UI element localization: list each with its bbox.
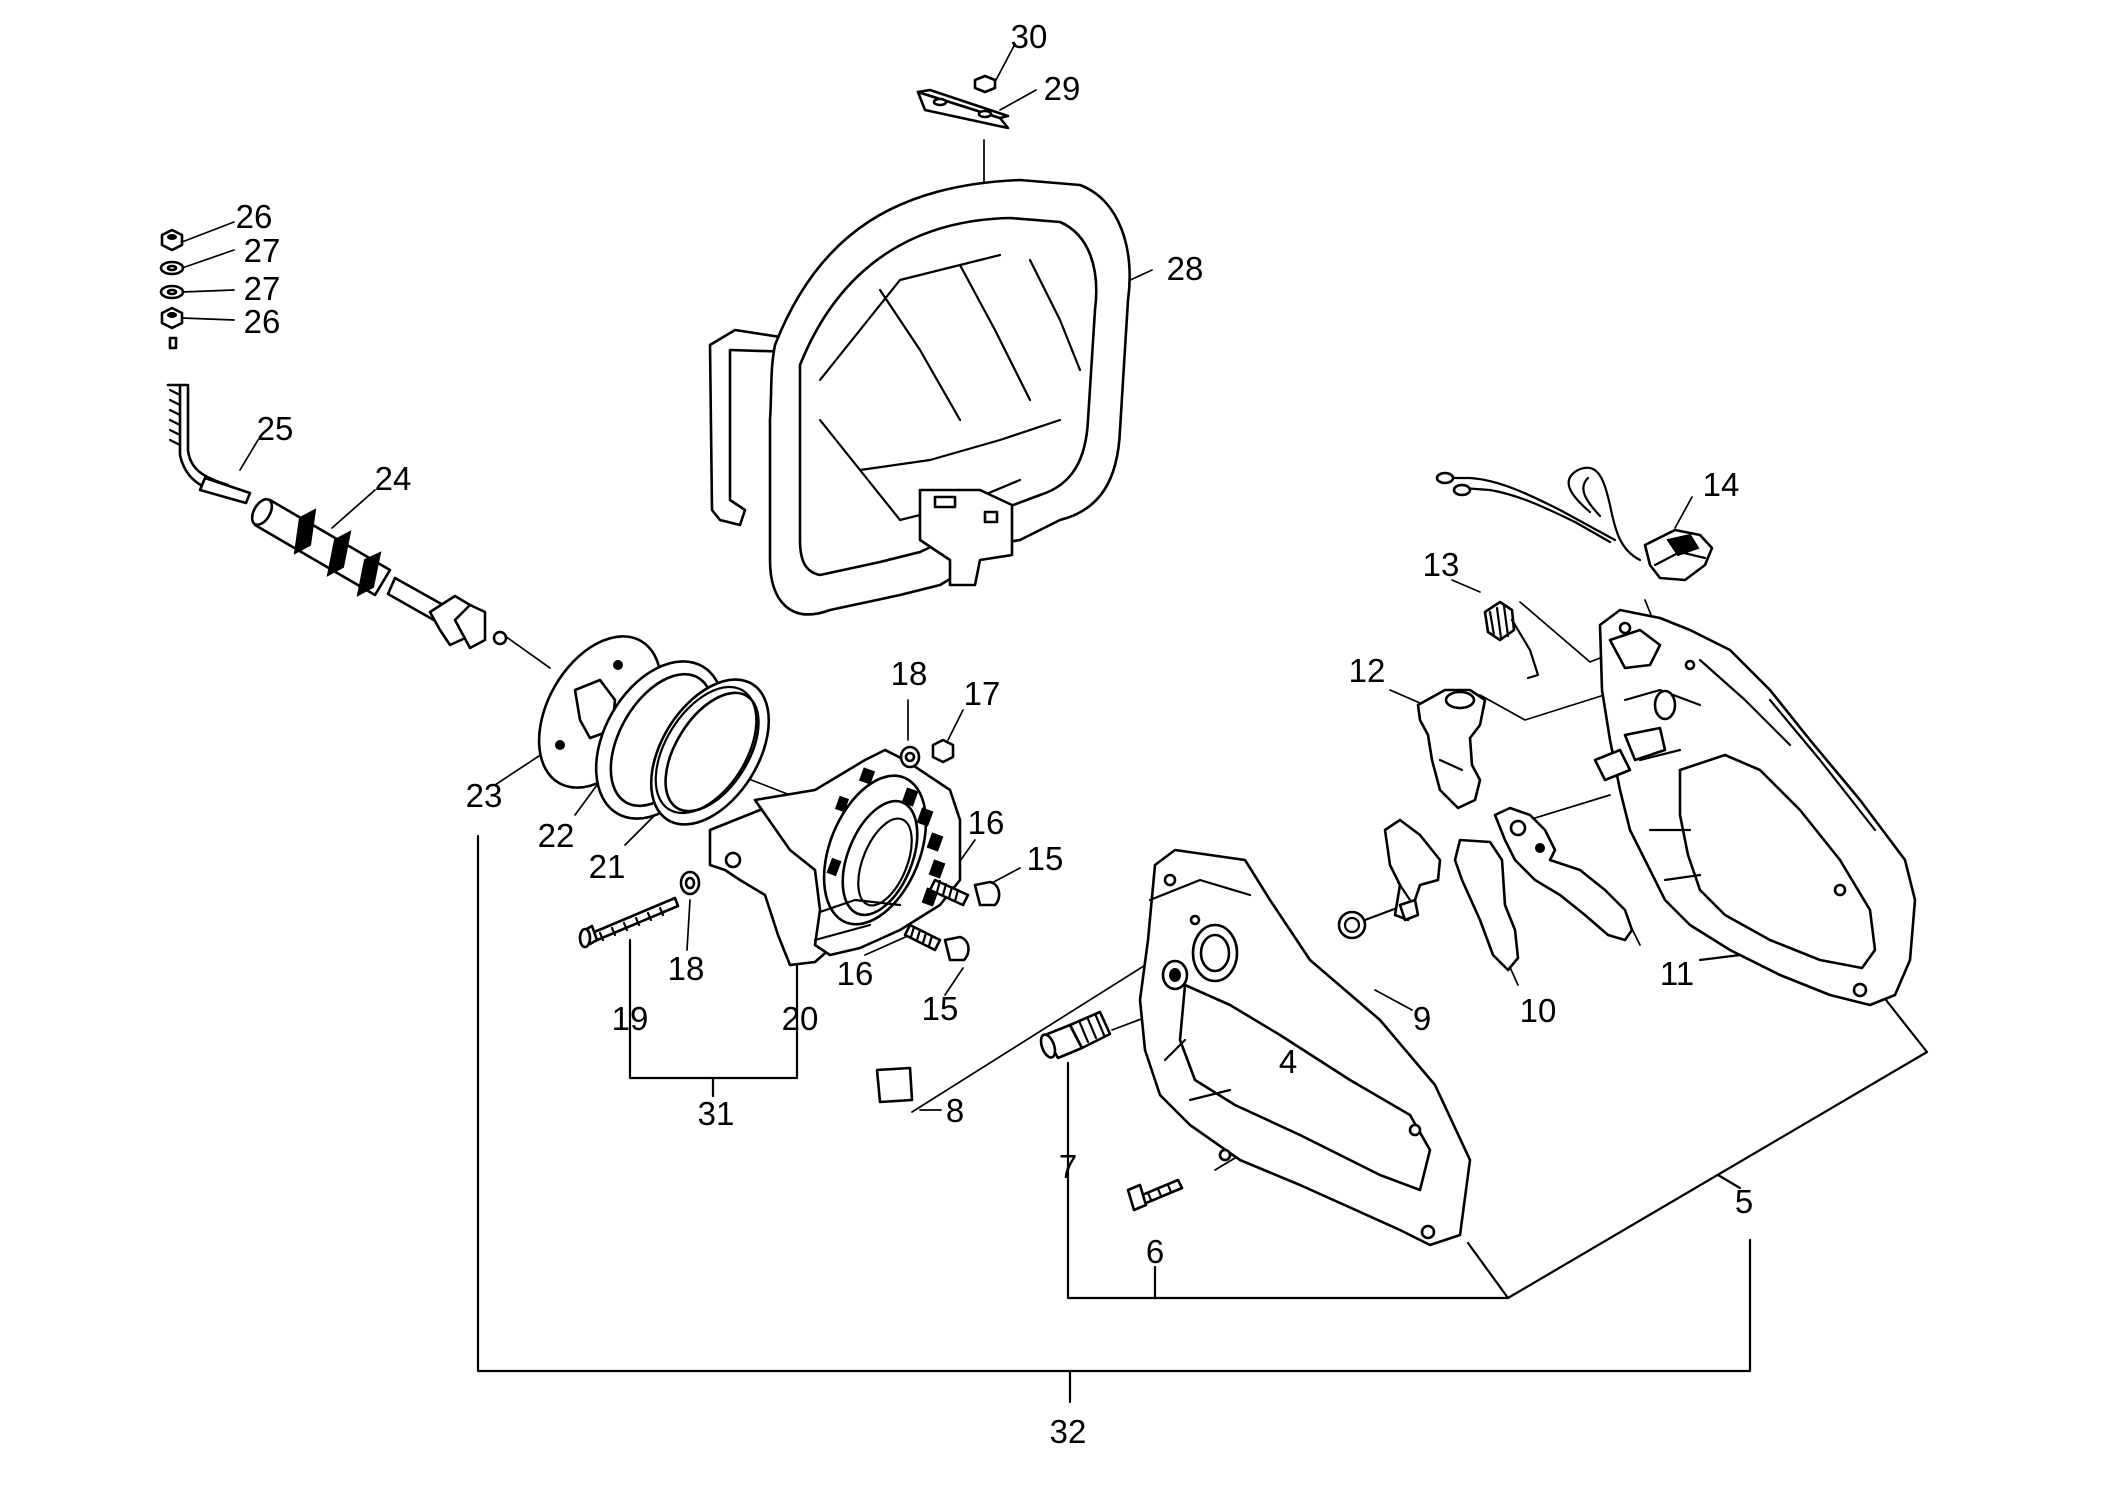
callout-26-top: 26 <box>236 198 273 235</box>
handle-half-left <box>1138 848 1472 1247</box>
callout-32: 32 <box>1050 1413 1087 1450</box>
leader-10-assembly <box>1521 794 1611 823</box>
callout-5: 5 <box>1735 1183 1753 1220</box>
callout-18-bottom: 18 <box>668 950 705 987</box>
throttle-cable-25 <box>166 336 252 505</box>
bracket-5-bottom <box>1066 1061 1510 1300</box>
callout-18-top: 18 <box>891 655 928 692</box>
callout-31: 31 <box>698 1095 735 1132</box>
bracket-32 <box>476 834 1752 1373</box>
nut-26-top <box>160 228 184 252</box>
front-handle-28 <box>708 178 1131 616</box>
screw-6 <box>1126 1178 1184 1212</box>
mounting-plate-29 <box>916 88 1010 130</box>
callout-23: 23 <box>466 777 503 814</box>
leader-27-bottom <box>181 289 235 293</box>
leader-16-bottom <box>864 934 911 956</box>
washer-27-top <box>159 260 185 276</box>
spring-16-top <box>928 878 970 907</box>
callout-17: 17 <box>964 675 1001 712</box>
callout-10: 10 <box>1520 992 1557 1029</box>
leader-25 <box>239 439 259 471</box>
callout-28: 28 <box>1167 250 1204 287</box>
washer-18-top <box>899 745 921 769</box>
nut-17 <box>931 738 955 764</box>
leader-23 <box>494 749 549 786</box>
callout-14: 14 <box>1703 466 1740 503</box>
leader-9 <box>1374 989 1413 1011</box>
leader-29 <box>999 89 1037 111</box>
leader-5 <box>1716 1173 1742 1190</box>
stop-switch-14 <box>1435 466 1714 582</box>
lever-12 <box>1416 688 1487 810</box>
leader-shaft-to-plate <box>504 635 551 669</box>
callout-30: 30 <box>1011 18 1048 55</box>
spring-9 <box>1337 903 1407 940</box>
callout-8: 8 <box>946 1092 964 1129</box>
leader-12 <box>1389 689 1421 704</box>
callout-6: 6 <box>1146 1233 1164 1270</box>
washer-27-bottom <box>159 284 185 300</box>
leader-13 <box>1451 579 1481 593</box>
callout-25: 25 <box>257 410 294 447</box>
leader-15-bottom <box>944 967 964 996</box>
cap-15-bottom <box>943 935 970 962</box>
callout-26-bottom: 26 <box>244 303 281 340</box>
leader-17 <box>947 709 964 741</box>
callout-13: 13 <box>1423 546 1460 583</box>
callout-16-top: 16 <box>968 804 1005 841</box>
callout-15-bottom: 15 <box>922 990 959 1027</box>
callout-27-bottom: 27 <box>244 270 281 307</box>
bracket-31 <box>628 938 799 1080</box>
callout-4: 4 <box>1279 1043 1297 1080</box>
trigger-11 <box>1493 806 1634 942</box>
leader-26-top <box>181 221 235 243</box>
housing-20 <box>708 748 962 967</box>
leader-14 <box>1674 496 1693 529</box>
spring-16-bottom <box>903 923 942 952</box>
handle-half-right <box>1593 608 1917 1007</box>
leader-26-bottom <box>181 317 235 321</box>
bracket-lines <box>476 834 1929 1404</box>
callout-20: 20 <box>782 1000 819 1037</box>
callout-9: 9 <box>1413 1000 1431 1037</box>
callout-12: 12 <box>1349 652 1386 689</box>
hex-nut-30 <box>973 74 997 94</box>
callout-16-bottom: 16 <box>837 955 874 992</box>
callout-22: 22 <box>538 817 575 854</box>
nut-26-bottom <box>160 306 184 330</box>
leader-12-assembly <box>1479 689 1621 721</box>
callout-7: 7 <box>1059 1148 1077 1185</box>
leader-18-bottom <box>686 899 691 951</box>
leader-27-top <box>181 249 235 269</box>
callout-24: 24 <box>375 460 412 497</box>
fitting-7 <box>1039 1010 1112 1060</box>
callout-21: 21 <box>589 848 626 885</box>
housing-vents <box>826 767 946 907</box>
callout-15-top: 15 <box>1027 840 1064 877</box>
callout-19: 19 <box>612 1000 649 1037</box>
bracket-5-right <box>1466 998 1929 1300</box>
leader-8 <box>911 939 1186 1113</box>
callout-29: 29 <box>1044 70 1081 107</box>
lever-10 <box>1383 818 1520 972</box>
label-8 <box>875 1066 914 1104</box>
leader-24 <box>331 489 376 529</box>
callout-27-top: 27 <box>244 232 281 269</box>
spring-13 <box>1483 600 1540 680</box>
spiral-sleeve-24 <box>250 497 392 597</box>
cap-15-top <box>973 880 1001 907</box>
leader-30 <box>995 43 1016 81</box>
callout-labels: 30 29 28 26 27 27 26 25 24 23 22 21 18 1… <box>236 18 1754 1450</box>
bolt-19 <box>578 896 680 949</box>
cable-end-shaft <box>386 576 508 650</box>
washer-18-bottom <box>679 870 701 896</box>
callout-11: 11 <box>1660 955 1694 992</box>
ring-21 <box>649 678 771 826</box>
